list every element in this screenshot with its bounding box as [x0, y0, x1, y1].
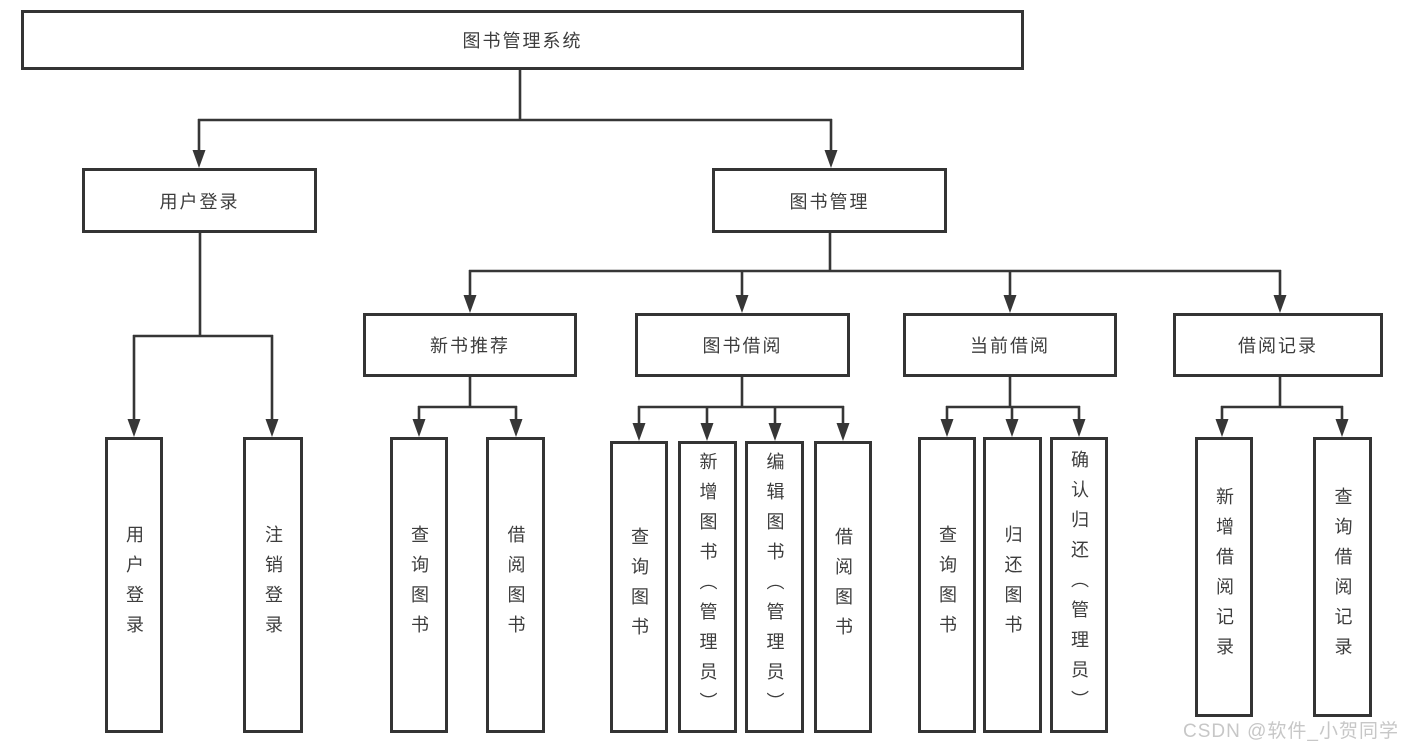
- leaf-query-borrow-record: 查询借阅记录: [1313, 437, 1372, 717]
- node-label: 新增图书（管理员）: [697, 452, 718, 722]
- arrow-down-icon: [1215, 419, 1229, 437]
- arrow-down-icon: [412, 419, 426, 437]
- connector-root-to-branches: [192, 68, 838, 168]
- node-label: 借阅记录: [1238, 336, 1318, 356]
- leaf-query-books-borrow: 查询图书: [610, 441, 668, 733]
- leaf-logout: 注销登录: [243, 437, 303, 733]
- arrow-down-icon: [940, 419, 954, 437]
- arrow-down-icon: [632, 423, 646, 441]
- arrow-down-icon: [509, 419, 523, 437]
- leaf-edit-book-admin: 编辑图书（管理员）: [745, 441, 804, 733]
- node-new-book-recommend: 新书推荐: [363, 313, 577, 377]
- arrow-down-icon: [127, 419, 141, 437]
- leaf-user-login: 用户登录: [105, 437, 163, 733]
- arrow-down-icon: [463, 295, 477, 313]
- arrow-down-icon: [768, 423, 782, 441]
- node-label: 编辑图书（管理员）: [764, 452, 785, 722]
- arrow-down-icon: [1072, 419, 1086, 437]
- arrow-down-icon: [836, 423, 850, 441]
- arrow-down-icon: [700, 423, 714, 441]
- node-library-management-system: 图书管理系统: [21, 10, 1024, 70]
- node-label: 归还图书: [1002, 525, 1023, 645]
- arrow-down-icon: [735, 295, 749, 313]
- node-borrowing-records: 借阅记录: [1173, 313, 1383, 377]
- arrow-down-icon: [824, 150, 838, 168]
- leaf-confirm-return-admin: 确认归还（管理员）: [1050, 437, 1108, 733]
- connector-book-management-children: [463, 232, 1287, 313]
- node-label: 注销登录: [263, 525, 283, 645]
- node-label: 图书管理: [789, 191, 870, 212]
- leaf-borrow-books: 借阅图书: [814, 441, 872, 733]
- connector-user-login-children: [127, 232, 279, 437]
- node-book-management: 图书管理: [712, 168, 947, 233]
- node-label: 确认归还（管理员）: [1069, 450, 1089, 720]
- leaf-add-borrow-record: 新增借阅记录: [1195, 437, 1253, 717]
- arrow-down-icon: [265, 419, 279, 437]
- arrow-down-icon: [1005, 419, 1019, 437]
- node-label: 查询图书: [937, 525, 957, 645]
- leaf-query-books-current: 查询图书: [918, 437, 976, 733]
- connector-book-borrow-children: [632, 376, 850, 441]
- connector-current-borrow-children: [940, 376, 1086, 437]
- arrow-down-icon: [1003, 295, 1017, 313]
- leaf-add-book-admin: 新增图书（管理员）: [678, 441, 737, 733]
- node-label: 新书推荐: [430, 336, 510, 356]
- node-label: 用户登录: [159, 191, 240, 212]
- node-label: 图书管理系统: [462, 31, 583, 51]
- leaf-return-books: 归还图书: [983, 437, 1042, 733]
- arrow-down-icon: [1273, 295, 1287, 313]
- node-label: 图书借阅: [702, 336, 783, 356]
- node-label: 借阅图书: [505, 525, 526, 645]
- csdn-watermark: CSDN @软件_小贺同学: [1183, 721, 1399, 742]
- node-label: 当前借阅: [970, 336, 1050, 356]
- node-label: 新增借阅记录: [1214, 487, 1234, 667]
- connector-new-book-children: [412, 376, 523, 437]
- node-label: 查询图书: [409, 525, 429, 645]
- leaf-query-books-recommend: 查询图书: [390, 437, 448, 733]
- node-label: 用户登录: [124, 525, 144, 645]
- node-label: 查询借阅记录: [1332, 487, 1353, 667]
- node-book-borrowing: 图书借阅: [635, 313, 850, 377]
- leaf-borrow-books-recommend: 借阅图书: [486, 437, 545, 733]
- node-label: 查询图书: [629, 527, 649, 647]
- arrow-down-icon: [192, 150, 206, 168]
- node-user-login: 用户登录: [82, 168, 317, 233]
- arrow-down-icon: [1335, 419, 1349, 437]
- node-current-borrowing: 当前借阅: [903, 313, 1117, 377]
- node-label: 借阅图书: [833, 527, 853, 647]
- connector-borrow-record-children: [1215, 376, 1349, 437]
